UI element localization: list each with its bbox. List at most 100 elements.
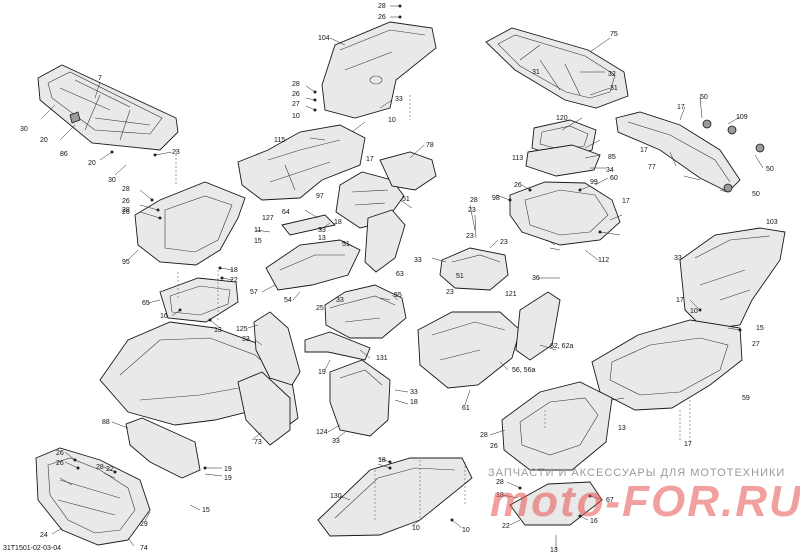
callout: 26	[122, 198, 130, 205]
rear-fender-103	[679, 227, 786, 331]
callout: 86	[60, 151, 68, 158]
callout: 36	[532, 275, 540, 282]
panel-124	[329, 359, 391, 437]
callout: 26	[56, 450, 64, 457]
front-fender-upper	[321, 21, 437, 119]
bracket-125	[253, 311, 301, 386]
rear-side-bracket	[615, 111, 765, 193]
callout: 18	[496, 492, 504, 499]
callout: 109	[736, 114, 748, 121]
callout: 10	[292, 113, 300, 120]
callout: 33	[332, 438, 340, 445]
callout: 98	[492, 195, 500, 202]
footwell-96	[501, 381, 613, 471]
callout: 28	[292, 81, 300, 88]
callout: 18	[230, 267, 238, 274]
callout: 51	[456, 273, 464, 280]
callout: 33	[318, 227, 326, 234]
callout: 29	[140, 521, 148, 528]
callout: 16	[590, 518, 598, 525]
side-panel-63	[364, 209, 406, 273]
callout: 33	[414, 257, 422, 264]
assembly-guides	[175, 95, 691, 520]
watermark-logo: moto-FOR.RU	[490, 477, 800, 526]
callout: 127	[262, 215, 274, 222]
mudguard-62	[515, 291, 561, 361]
callout: 10	[388, 117, 396, 124]
callout: 28	[480, 432, 488, 439]
callout: 62, 62a	[550, 343, 573, 350]
callout: 28	[122, 207, 130, 214]
callout: 17	[677, 104, 685, 111]
callout: 125	[236, 326, 248, 333]
callout: 23	[500, 239, 508, 246]
side-body-56	[417, 311, 521, 389]
side-panel-57	[265, 239, 361, 291]
callout: 78	[426, 142, 434, 149]
center-console-55	[324, 284, 407, 339]
callout: 19	[318, 369, 326, 376]
callout: 20	[40, 137, 48, 144]
callout: 26	[292, 91, 300, 98]
callout: 34	[606, 167, 614, 174]
callout: 26	[378, 14, 386, 21]
callout: 30	[20, 126, 28, 133]
callout: 50	[766, 166, 774, 173]
callout: 64	[282, 209, 290, 216]
callout: 17	[640, 147, 648, 154]
callout: 22	[502, 523, 510, 530]
callout: 63	[396, 271, 404, 278]
fasteners	[73, 4, 742, 522]
callout: 77	[648, 164, 656, 171]
trim-64	[281, 214, 336, 236]
callout: 26	[122, 209, 130, 216]
callout: 85	[608, 154, 616, 161]
rail-131	[304, 331, 371, 361]
callout: 17	[622, 198, 630, 205]
callout: 17	[366, 156, 374, 163]
callout: 23	[468, 207, 476, 214]
callout: 22	[106, 466, 114, 473]
callout: 32	[608, 71, 616, 78]
callout: 95	[122, 259, 130, 266]
callout: 124	[316, 429, 328, 436]
callout: 33	[242, 336, 250, 343]
callout: 131	[376, 355, 388, 362]
callout: 13	[214, 327, 222, 334]
callout: 19	[224, 475, 232, 482]
callout: 10	[462, 527, 470, 534]
front-console	[237, 124, 366, 201]
callout: 120	[556, 115, 568, 122]
callout: 51	[342, 241, 350, 248]
callout: 15	[202, 507, 210, 514]
callout: 18	[334, 219, 342, 226]
diagram-reference-code: 31T1501-02-03-04	[3, 545, 61, 552]
callout: 13	[618, 425, 626, 432]
callout: 18	[410, 399, 418, 406]
callout: 17	[684, 441, 692, 448]
callout: 103	[766, 219, 778, 226]
leader-lines	[41, 5, 764, 550]
callout: 33	[395, 96, 403, 103]
callout: 13	[318, 235, 326, 242]
footrest-65	[159, 277, 239, 323]
callout: 28	[496, 479, 504, 486]
callout: 88	[102, 419, 110, 426]
callout: 67	[606, 497, 614, 504]
callout: 115	[274, 137, 285, 144]
callout: 61	[462, 405, 470, 412]
callout: 15	[254, 238, 262, 245]
seat-cover-lower	[525, 144, 601, 177]
callout: 104	[318, 35, 330, 42]
callout: 75	[610, 31, 618, 38]
callout: 50	[700, 94, 708, 101]
callout: 57	[250, 289, 258, 296]
callout: 130	[330, 493, 342, 500]
callout: 33	[674, 255, 682, 262]
callout: 28	[470, 197, 478, 204]
callout: 26	[490, 443, 498, 450]
callout: 13	[550, 547, 558, 554]
callout: 97	[316, 193, 324, 200]
center-body-98	[509, 181, 621, 246]
